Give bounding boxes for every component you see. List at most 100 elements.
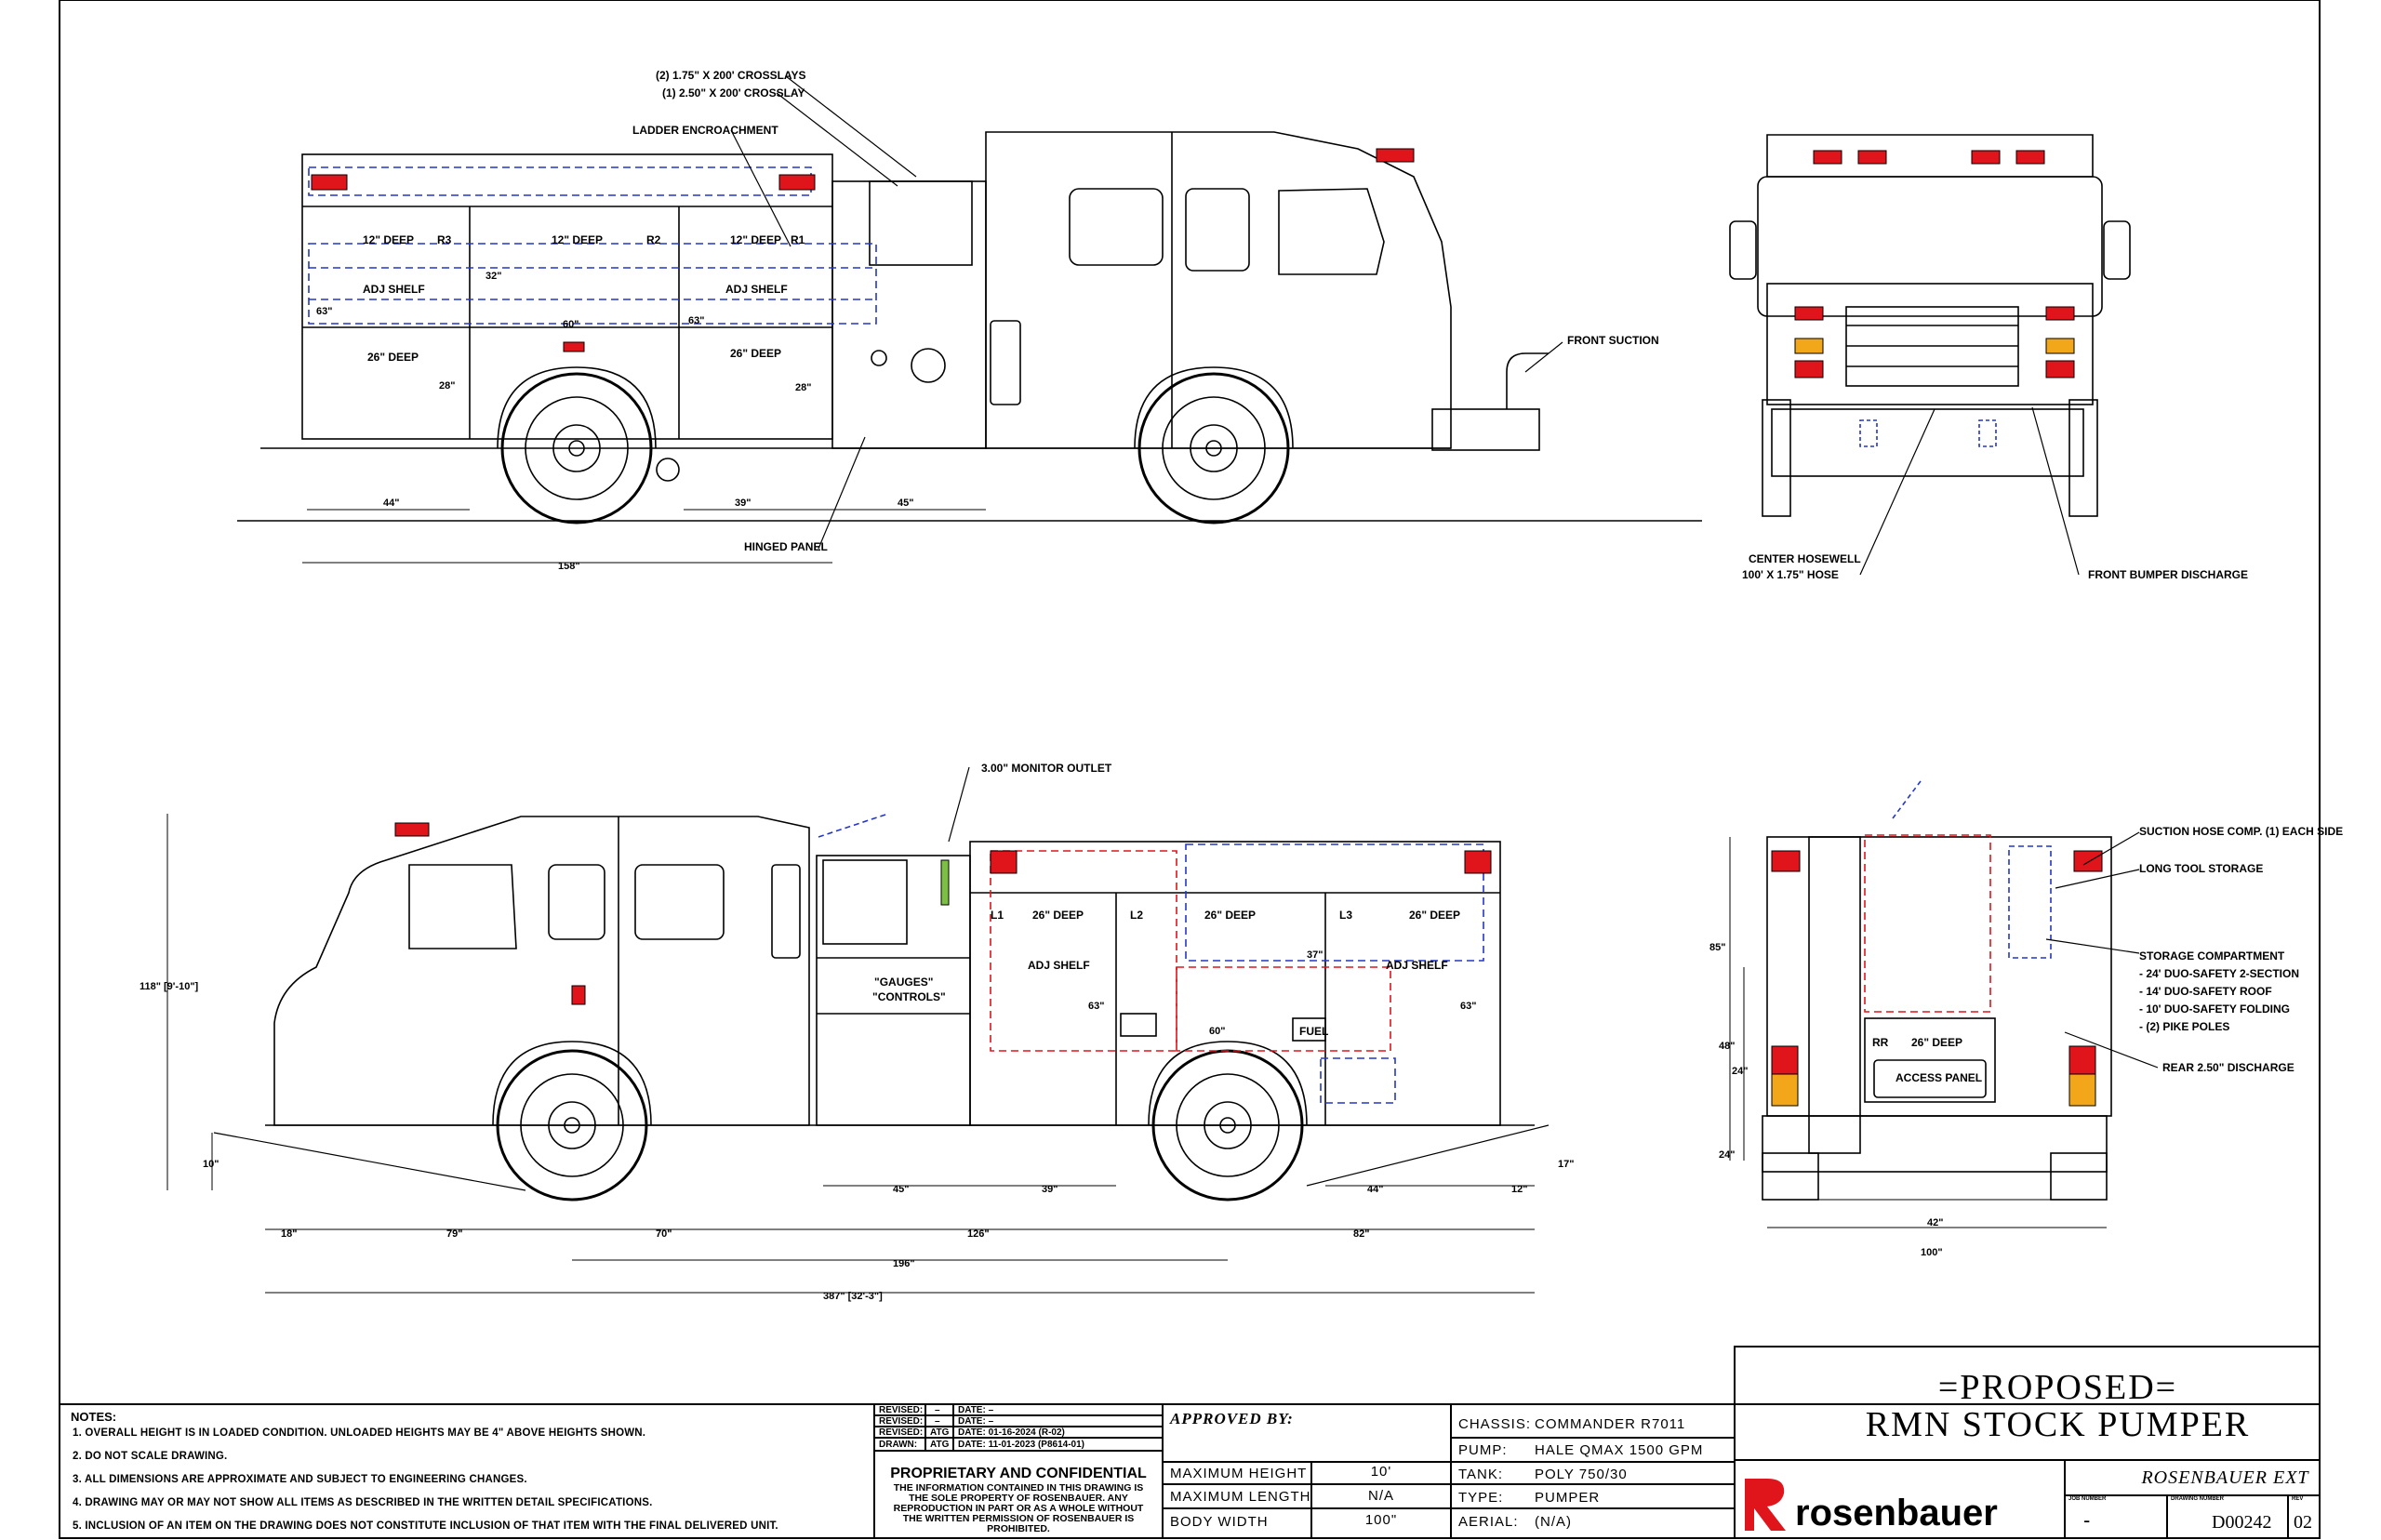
note-2: 2. DO NOT SCALE DRAWING. [73,1451,228,1462]
dim-100: 100" [1921,1247,1943,1258]
customer-name: ROSENBAUER EXT [2141,1467,2309,1488]
dim-63-bottom-1: 63" [1088,1001,1104,1012]
note-5: 5. INCLUSION OF AN ITEM ON THE DRAWING D… [73,1520,778,1532]
rev-label-4: DRAWN: [879,1440,918,1450]
dim-44-bottom: 44" [1367,1184,1383,1195]
r-deep26-2: 26" DEEP [730,347,781,360]
max-height-label: MAXIMUM HEIGHT [1170,1466,1308,1481]
dim-60-bottom: 60" [1209,1026,1225,1037]
label-ladder-encroachment: LADDER ENCROACHMENT [632,124,778,137]
dim-17: 17" [1558,1159,1574,1170]
r2-depth: 12" DEEP [552,233,603,246]
type-label: TYPE: [1458,1490,1504,1506]
rev-date-4: DATE: 11-01-2023 (P8614-01) [958,1440,1084,1450]
dim-79: 79" [446,1228,462,1240]
dim-32: 32" [486,271,501,282]
rear-view [1762,780,2112,1201]
tank-label: TANK: [1458,1467,1504,1482]
max-length-label: MAXIMUM LENGTH [1170,1489,1311,1505]
dim-39-top: 39" [735,498,751,509]
note-3: 3. ALL DIMENSIONS ARE APPROXIMATE AND SU… [73,1474,527,1485]
proprietary-line-3: REPRODUCTION IN PART OR AS A WHOLE WITHO… [893,1503,1144,1514]
dim-28-1: 28" [439,380,455,392]
dim-42: 42" [1927,1217,1943,1228]
r-adj-shelf-1: ADJ SHELF [363,283,425,296]
dim-28-2: 28" [795,382,811,393]
dim-63-bottom-2: 63" [1460,1001,1476,1012]
rev-by-4: ATG [930,1440,950,1450]
logo-r-mark [1745,1479,1786,1531]
r3-label: R3 [437,233,452,246]
notes-title: NOTES: [71,1410,117,1424]
title-block-frame [60,1346,2321,1539]
dim-10: 10" [203,1159,219,1170]
dim-63-top-2: 63" [688,315,704,326]
rev-label-2: REVISED: [879,1416,924,1427]
dim-196: 196" [893,1258,915,1269]
label-long-tool: LONG TOOL STORAGE [2139,862,2263,875]
dim-85: 85" [1709,942,1725,953]
dim-18: 18" [281,1228,297,1240]
rear-ladder [1808,836,1861,1154]
front-wheel-right [1137,372,1290,524]
l-adj-shelf-1: ADJ SHELF [1028,959,1090,972]
rr-label: RR [1872,1036,1889,1049]
gauges-label: "GAUGES" [874,976,933,989]
note-4: 4. DRAWING MAY OR MAY NOT SHOW ALL ITEMS… [73,1497,653,1508]
controls-label: "CONTROLS" [872,990,946,1003]
rev-by-1: – [935,1405,940,1415]
rosenbauer-logo: rosenbauer [1745,1479,1998,1533]
l2-label: L2 [1130,909,1143,922]
dim-118: 118" [9'-10"] [140,981,199,992]
warning-lights-right [311,148,1415,352]
job-number-value: - [2083,1508,2091,1532]
aerial-value: (N/A) [1535,1514,1572,1530]
approved-by-label: APPROVED BY: [1170,1410,1294,1427]
windshield [1757,176,2103,317]
rev-value: 02 [2294,1512,2312,1533]
grille-area [1766,283,2094,405]
l1-depth: 26" DEEP [1032,909,1084,922]
ladder-outline-left [1185,843,1484,1104]
right-side-view [237,131,1702,524]
label-center-hosewell: CENTER HOSEWELL [1749,552,1861,565]
dim-82: 82" [1353,1228,1369,1240]
dim-60-top: 60" [563,319,579,330]
front-bumper [1771,408,2084,477]
body-width-label: BODY WIDTH [1170,1514,1269,1530]
label-monitor-outlet: 3.00" MONITOR OUTLET [981,762,1112,775]
water-tank-outline [990,850,1391,1052]
chassis-value: COMMANDER R7011 [1535,1416,1686,1432]
chassis-label: CHASSIS: [1458,1416,1532,1432]
label-storage-1: - 24' DUO-SAFETY 2-SECTION [2139,967,2299,980]
dim-37: 37" [1307,949,1323,961]
title-proposed: =PROPOSED= [1937,1368,2178,1407]
drawing-number-value: D00242 [2212,1512,2272,1533]
tire-right [2068,399,2098,517]
label-crosslay-250: (1) 2.50" X 200' CROSSLAY [662,86,805,100]
rev-date-2: DATE: – [958,1416,994,1427]
label-suction-hose: SUCTION HOSE COMP. (1) EACH SIDE [2139,825,2343,838]
label-storage-2: - 14' DUO-SAFETY ROOF [2139,985,2272,998]
dim-12: 12" [1511,1184,1527,1195]
rev-label-1: REVISED: [879,1405,924,1415]
r3-depth: 12" DEEP [363,233,414,246]
l2-depth: 26" DEEP [1204,909,1256,922]
compartment-text: 12" DEEP 12" DEEP 12" DEEP R3 R2 R1 ADJ … [363,233,1982,1084]
pump-label: PUMP: [1458,1442,1508,1458]
title-main: RMN STOCK PUMPER [1865,1405,2251,1444]
body-outline-left [969,841,1501,1126]
rear-wheel-right [500,372,653,524]
type-value: PUMPER [1535,1490,1601,1506]
r-adj-shelf-2: ADJ SHELF [725,283,788,296]
rev-by-3: ATG [930,1427,950,1438]
front-lights [1794,150,2075,378]
l-adj-shelf-2: ADJ SHELF [1386,959,1448,972]
body-width-value: 100" [1364,1512,1398,1528]
rr-depth: 26" DEEP [1911,1036,1962,1049]
body-outline [301,153,833,440]
dim-70: 70" [656,1228,672,1240]
label-hinged-panel: HINGED PANEL [744,540,828,553]
max-length-value: N/A [1367,1488,1394,1504]
label-storage-title: STORAGE COMPARTMENT [2139,949,2285,962]
